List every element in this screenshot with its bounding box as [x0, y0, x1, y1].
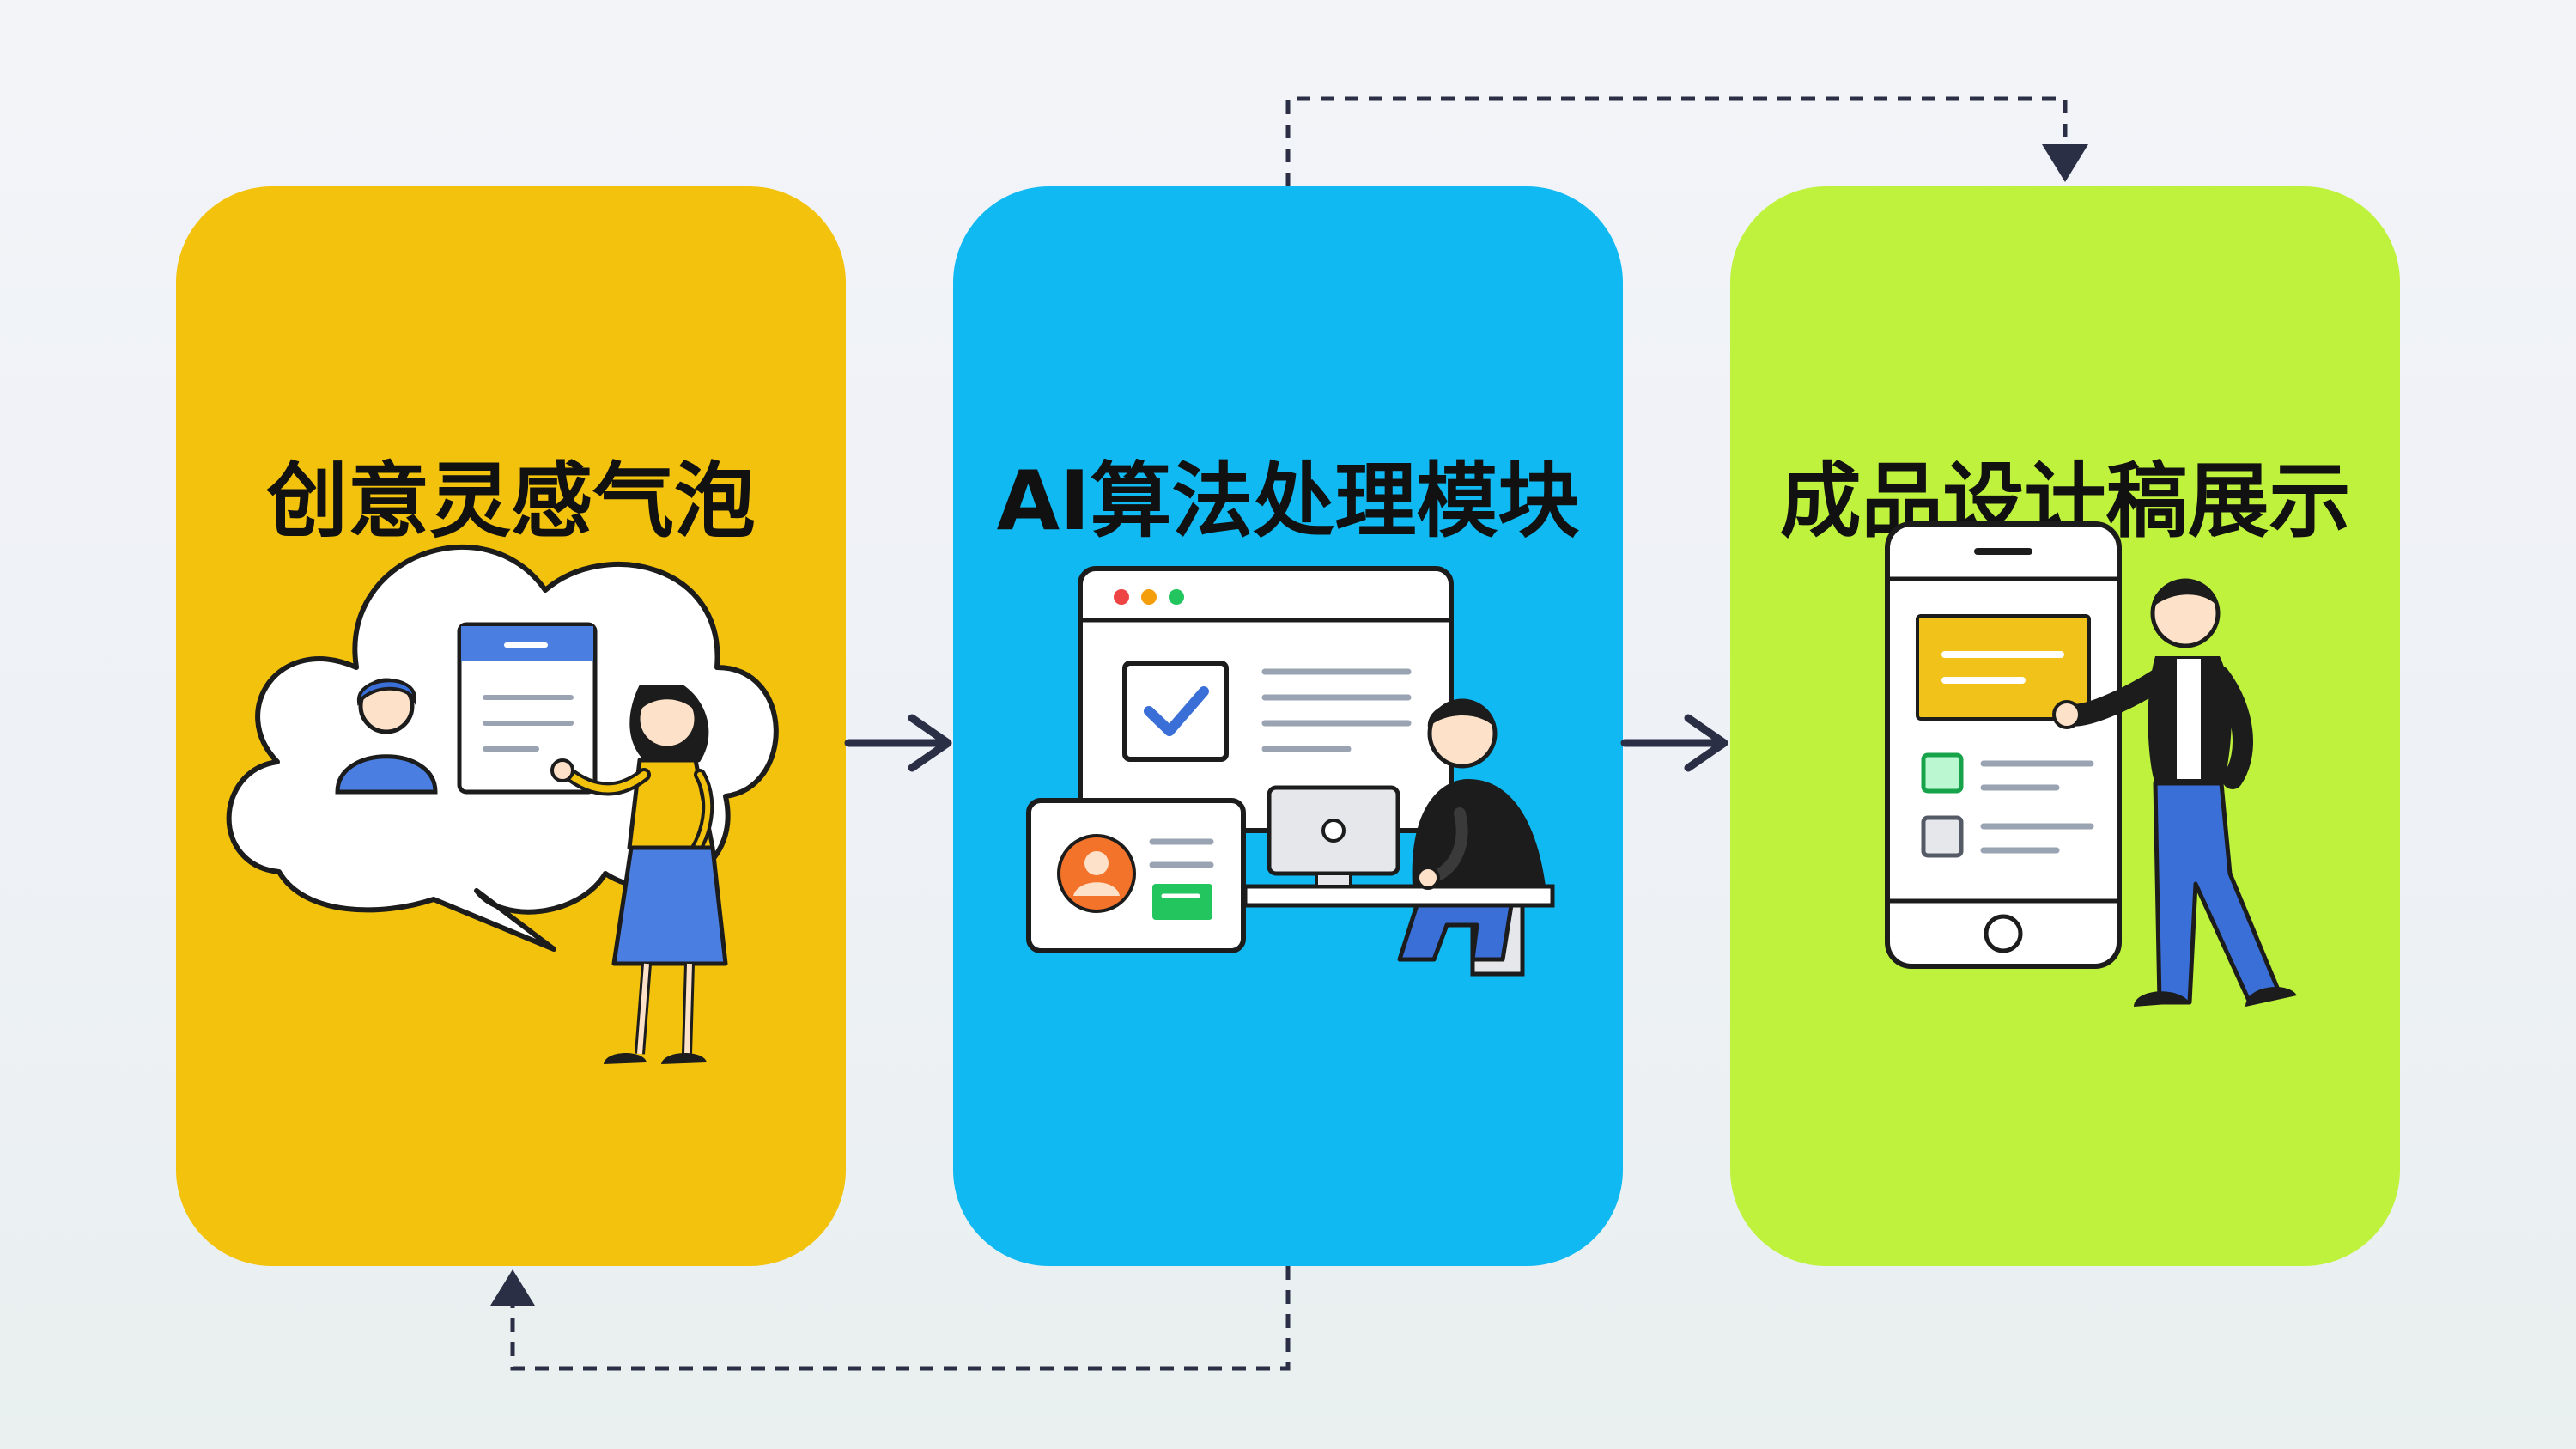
- arrow-ai-to-result: [1620, 714, 1728, 772]
- monitor-icon: [1267, 785, 1400, 888]
- final-design-illustration: [1885, 521, 2297, 1007]
- document-icon: [457, 622, 598, 795]
- stage-card-ideas: 创意灵感气泡: [176, 186, 846, 1266]
- ai-processing-illustration: [1026, 566, 1555, 977]
- arrow-ideas-to-ai: [844, 714, 952, 772]
- smartphone-icon: [1885, 521, 2122, 969]
- idea-bubble-illustration: [226, 545, 779, 1064]
- woman-presenter-icon: [550, 685, 728, 1064]
- user-avatar-icon: [335, 678, 438, 795]
- checkmark-icon: [1144, 686, 1209, 736]
- stage-card-ai: AI算法处理模块: [953, 186, 1623, 1266]
- browser-window-icon: [1078, 566, 1454, 833]
- stage-card-result: 成品设计稿展示: [1730, 186, 2400, 1266]
- man-at-desk-icon: [1397, 698, 1546, 962]
- profile-card-icon: [1026, 798, 1246, 953]
- feedback-loop-ai-to-ideas: [490, 1266, 1291, 1371]
- man-pointing-icon: [2052, 578, 2297, 1007]
- feedback-loop-ai-to-result: [1285, 96, 2088, 186]
- stage-title-ideas: 创意灵感气泡: [265, 454, 756, 549]
- stage-title-ai: AI算法处理模块: [996, 454, 1580, 549]
